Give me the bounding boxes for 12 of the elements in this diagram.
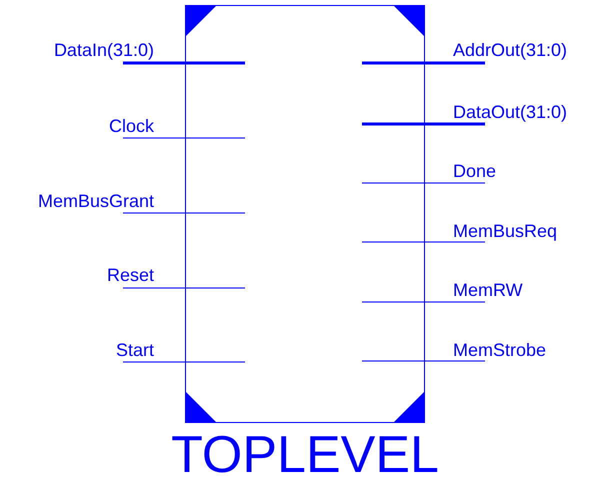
pin-name: MemStrobe <box>453 339 546 361</box>
pin-name: DataIn(31:0) <box>54 39 154 61</box>
pin-name: Clock <box>108 115 154 137</box>
pin-name: MemBusReq <box>453 220 558 242</box>
pin-name: MemRW <box>453 279 523 301</box>
pin-name: Start <box>116 339 154 361</box>
pin-name: Done <box>453 160 496 182</box>
pin-name: AddrOut(31:0) <box>453 39 568 61</box>
pin-name: MemBusGrant <box>38 190 154 212</box>
pin-name: Reset <box>106 264 154 286</box>
pin-name: DataOut(31:0) <box>453 101 568 123</box>
block-title: TOPLEVEL <box>171 427 439 483</box>
